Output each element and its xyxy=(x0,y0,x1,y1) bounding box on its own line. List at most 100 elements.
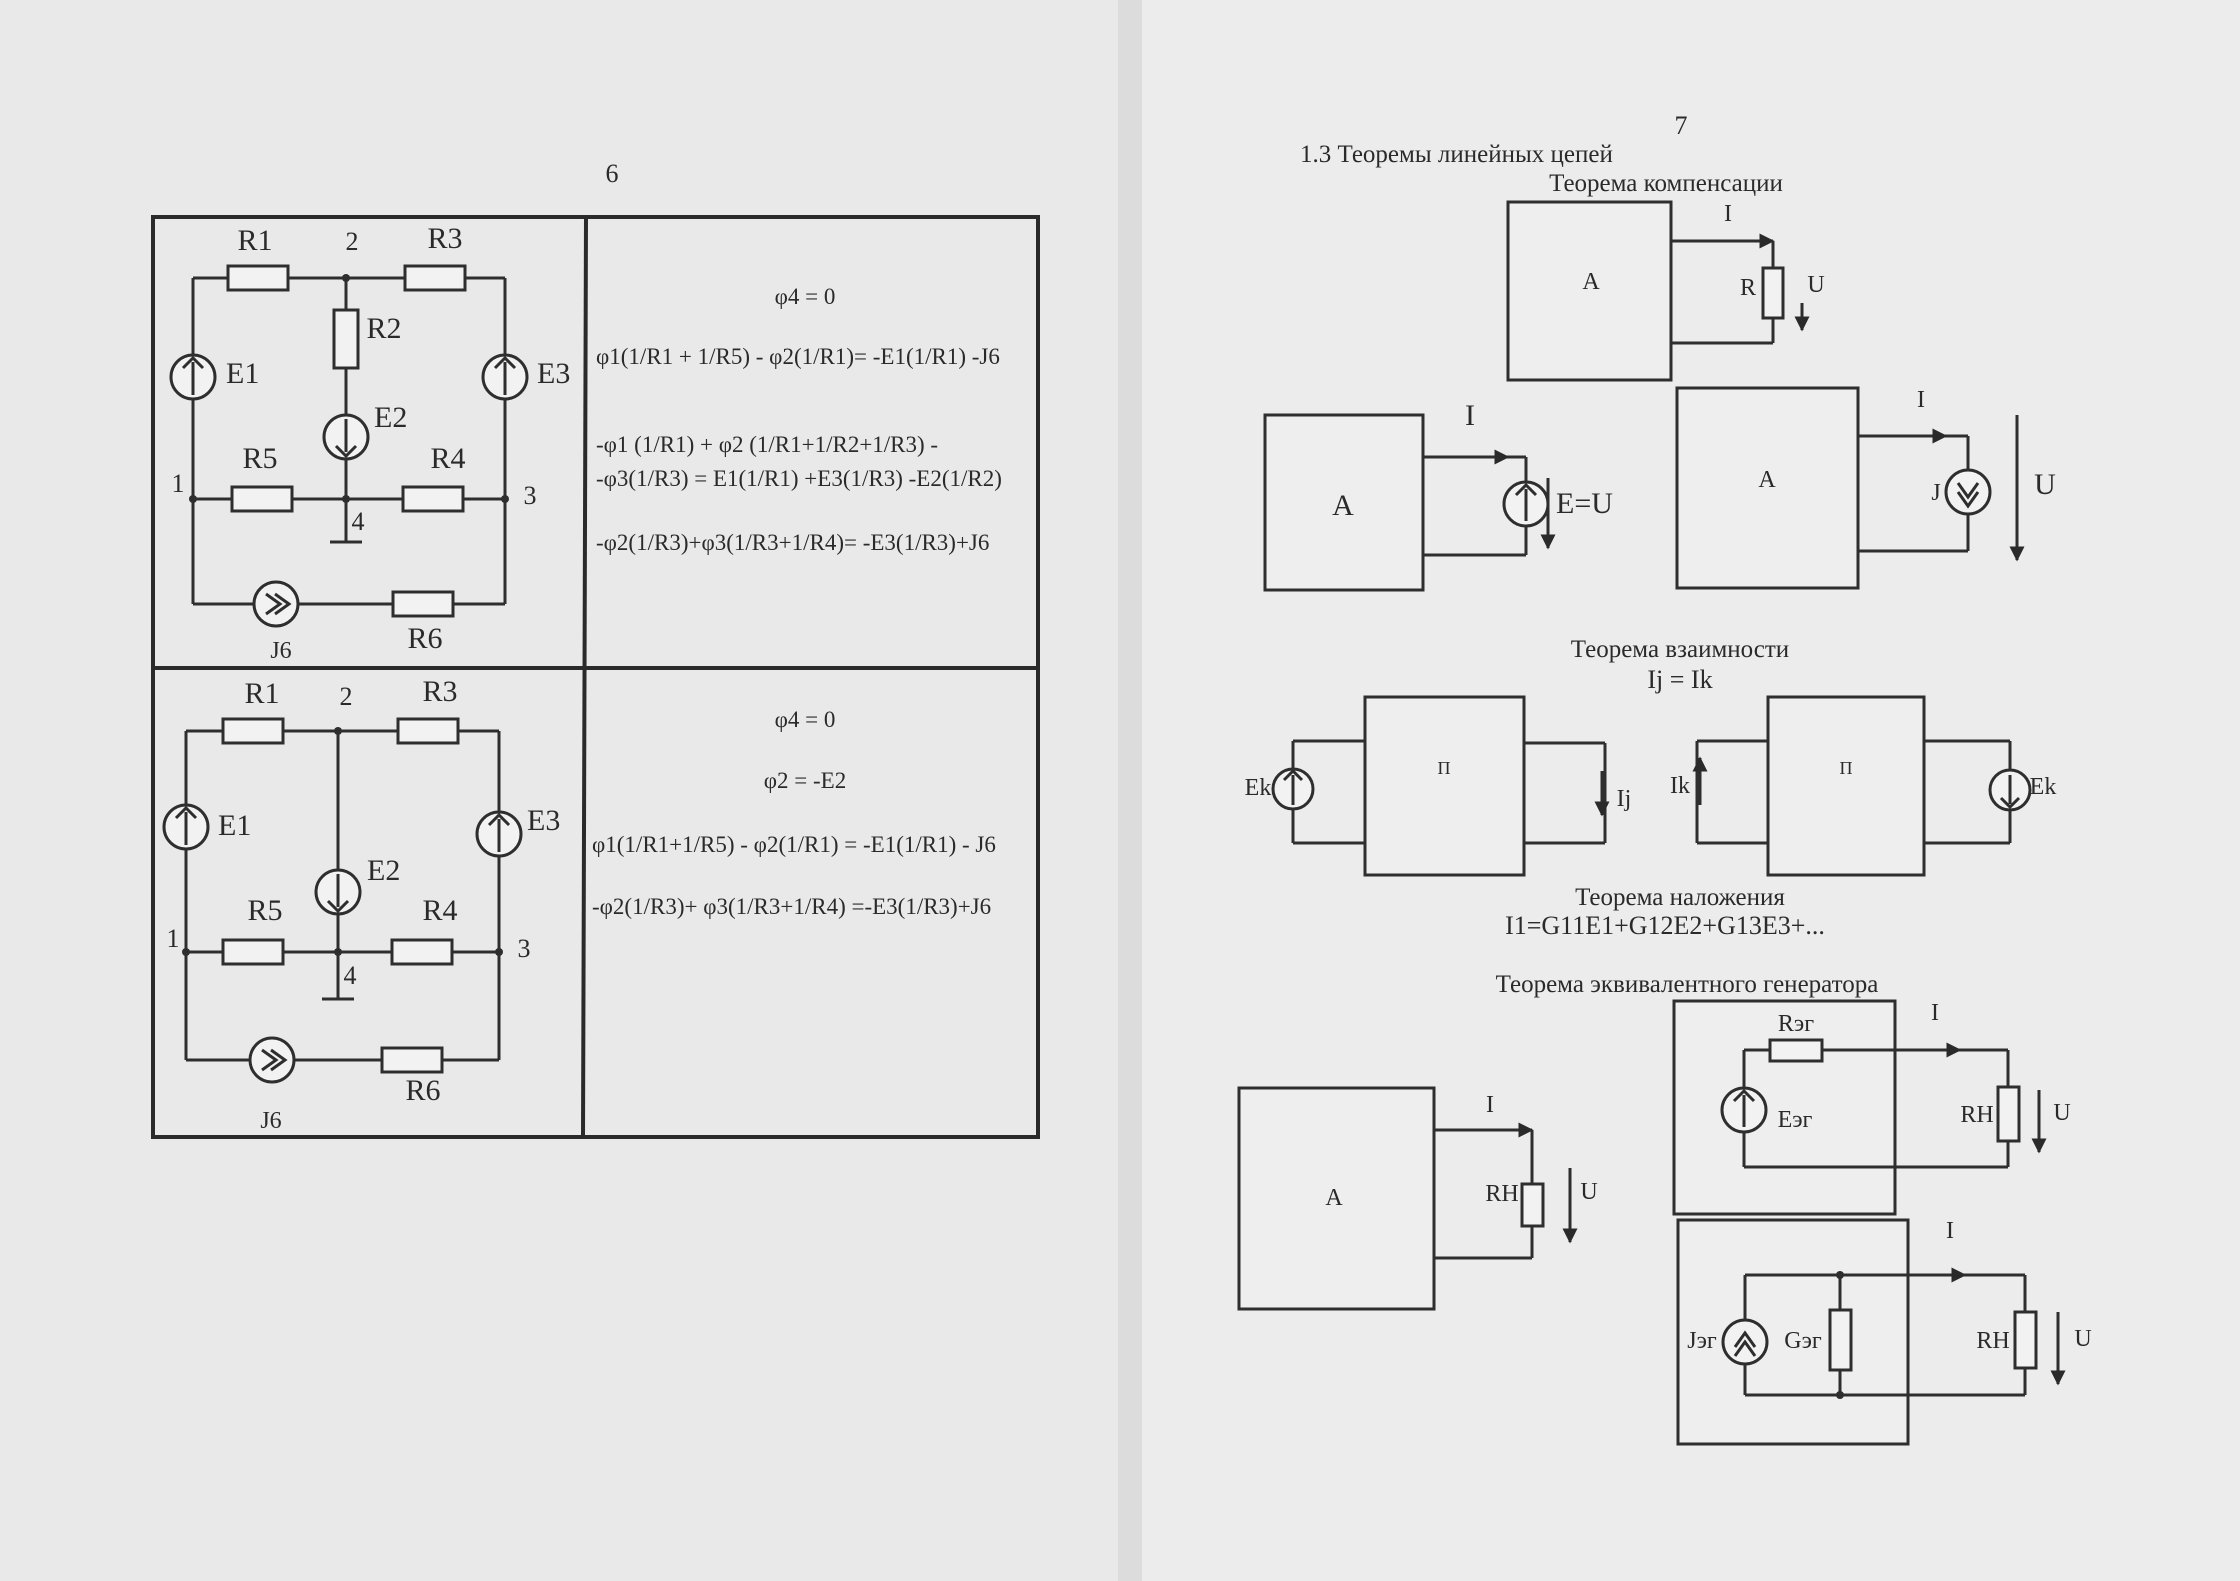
current-i-label: I xyxy=(1931,1000,1939,1026)
resistor-r5 xyxy=(230,485,294,513)
voltage-u-label: U xyxy=(1807,272,1824,298)
equivalent-generator-title: Теорема эквивалентного генератора xyxy=(1496,971,1879,998)
resistor-r6 xyxy=(391,590,455,618)
label-e2: E2 xyxy=(367,854,400,887)
emf-source-e3 xyxy=(481,353,529,401)
label-r3: R3 xyxy=(427,222,462,255)
box-a-label: A xyxy=(1332,489,1354,522)
equivalent-generator-diagram: A I RH U xyxy=(1237,1086,1598,1311)
reciprocity-title: Теорема взаимности xyxy=(1571,636,1789,663)
equation-line: -φ3(1/R3) = E1(1/R1) +E3(1/R3) -E2(1/R2) xyxy=(596,466,1002,491)
resistor-r3 xyxy=(396,717,460,745)
resistor-r1 xyxy=(226,264,290,292)
page-number-right: 7 xyxy=(1675,111,1688,140)
node-4: 4 xyxy=(352,507,365,536)
label-r2: R2 xyxy=(366,312,401,345)
emf-label: E=U xyxy=(1556,487,1613,520)
resistor-r2 xyxy=(332,308,360,370)
load-rh-label: RH xyxy=(1976,1328,2009,1354)
box-p-label: П xyxy=(1438,758,1451,778)
label-r4: R4 xyxy=(430,442,465,475)
current-source-label: J xyxy=(1931,480,1940,506)
equation-line: -φ2(1/R3)+ φ3(1/R3+1/R4) =-E3(1/R3)+J6 xyxy=(592,894,991,919)
table-frame xyxy=(151,215,1040,1139)
node-4: 4 xyxy=(344,961,357,990)
voltage-u-label: U xyxy=(1580,1179,1597,1205)
equation-line: φ4 = 0 xyxy=(775,707,836,732)
reciprocity-diagram-right: П Ik Ek xyxy=(1670,695,2057,877)
superposition-formula: I1=G11E1+G12E2+G13E3+... xyxy=(1505,911,1825,940)
node-3: 3 xyxy=(524,481,537,510)
norton-j-label: Jэг xyxy=(1687,1328,1717,1354)
box-a-label: A xyxy=(1758,467,1776,493)
box-a-label: A xyxy=(1325,1185,1343,1211)
current-i-label: I xyxy=(1946,1218,1954,1244)
label-e3: E3 xyxy=(537,357,570,390)
label-r6: R6 xyxy=(405,1074,440,1107)
compensation-title: Теорема компенсации xyxy=(1549,170,1783,197)
compensation-emf-diagram: A I E=U xyxy=(1263,399,1613,592)
current-ij-label: Ij xyxy=(1617,786,1632,812)
source-ek-label: Ek xyxy=(1245,775,1272,801)
resistor-r5 xyxy=(221,938,285,966)
emf-source-e3 xyxy=(475,810,523,858)
node-1: 1 xyxy=(167,924,180,953)
node-2: 2 xyxy=(340,682,353,711)
thevenin-e-label: Eэг xyxy=(1778,1107,1813,1133)
resistor-r4 xyxy=(390,938,454,966)
current-i-label: I xyxy=(1724,201,1732,227)
table-column-divider xyxy=(581,216,588,1138)
book-fold xyxy=(1118,0,1142,1581)
label-j6: J6 xyxy=(260,1108,281,1134)
resistor-r1 xyxy=(221,717,285,745)
resistor-r4 xyxy=(401,485,465,513)
resistor-r-label: R xyxy=(1740,275,1756,301)
reciprocity-formula: Ij = Ik xyxy=(1647,665,1712,694)
node-1: 1 xyxy=(172,469,185,498)
left-page xyxy=(0,0,1130,1581)
thevenin-diagram: Rэг Eэг I RH U xyxy=(1672,999,2071,1216)
current-source-j6 xyxy=(248,1036,296,1084)
norton-diagram: Jэг Gэг I RH U xyxy=(1676,1218,2092,1446)
equation-line: -φ2(1/R3)+φ3(1/R3+1/R4)= -E3(1/R3)+J6 xyxy=(596,530,989,555)
label-e1: E1 xyxy=(226,357,259,390)
voltage-u-label: U xyxy=(2034,468,2056,501)
current-i-label: I xyxy=(1917,387,1925,413)
current-source-j6 xyxy=(252,580,300,628)
equation-line: φ1(1/R1 + 1/R5) - φ2(1/R1)= -E1(1/R1) -J… xyxy=(596,344,1000,369)
current-i-label: I xyxy=(1486,1092,1494,1118)
norton-g-label: Gэг xyxy=(1784,1328,1822,1354)
voltage-u-label: U xyxy=(2074,1326,2091,1352)
current-i-label: I xyxy=(1465,399,1475,432)
voltage-u-label: U xyxy=(2053,1100,2070,1126)
emf-source-e2 xyxy=(314,868,362,916)
load-rh-label: RH xyxy=(1485,1181,1518,1207)
compensation-cs-diagram: A I J U xyxy=(1675,386,2056,590)
box-a-label: A xyxy=(1582,269,1600,295)
resistor-r3 xyxy=(403,264,467,292)
equations-bottom: φ4 = 0 φ2 = -E2 φ1(1/R1+1/R5) - φ2(1/R1)… xyxy=(592,707,996,919)
label-r5: R5 xyxy=(247,894,282,927)
emf-source-e2 xyxy=(322,413,370,461)
equation-line: φ2 = -E2 xyxy=(764,768,846,793)
circuit-top: R1 R3 R2 E1 E3 E2 R5 R4 R6 J6 1 2 3 4 xyxy=(169,222,570,664)
label-e3: E3 xyxy=(527,804,560,837)
reciprocity-diagram-left: П Ek Ij xyxy=(1245,695,1632,877)
box-p-label: П xyxy=(1840,758,1853,778)
resistor-r6 xyxy=(380,1046,444,1074)
compensation-diagram: A I R U xyxy=(1506,200,1825,382)
section-title: 1.3 Теоремы линейных цепей xyxy=(1300,141,1613,168)
equation-line: φ1(1/R1+1/R5) - φ2(1/R1) = -E1(1/R1) - J… xyxy=(592,832,996,857)
superposition-title: Теорема наложения xyxy=(1575,884,1785,911)
label-r4: R4 xyxy=(422,894,457,927)
circuit-bottom: R1 R3 E1 E3 E2 R5 R4 R6 J6 1 2 3 4 xyxy=(162,675,560,1134)
label-r1: R1 xyxy=(237,224,272,257)
source-ek-label: Ek xyxy=(2030,774,2057,800)
label-r5: R5 xyxy=(242,442,277,475)
label-e1: E1 xyxy=(218,809,251,842)
emf-source-e1 xyxy=(169,353,217,401)
label-j6: J6 xyxy=(270,638,291,664)
load-rh-label: RH xyxy=(1960,1102,1993,1128)
node-3: 3 xyxy=(518,934,531,963)
